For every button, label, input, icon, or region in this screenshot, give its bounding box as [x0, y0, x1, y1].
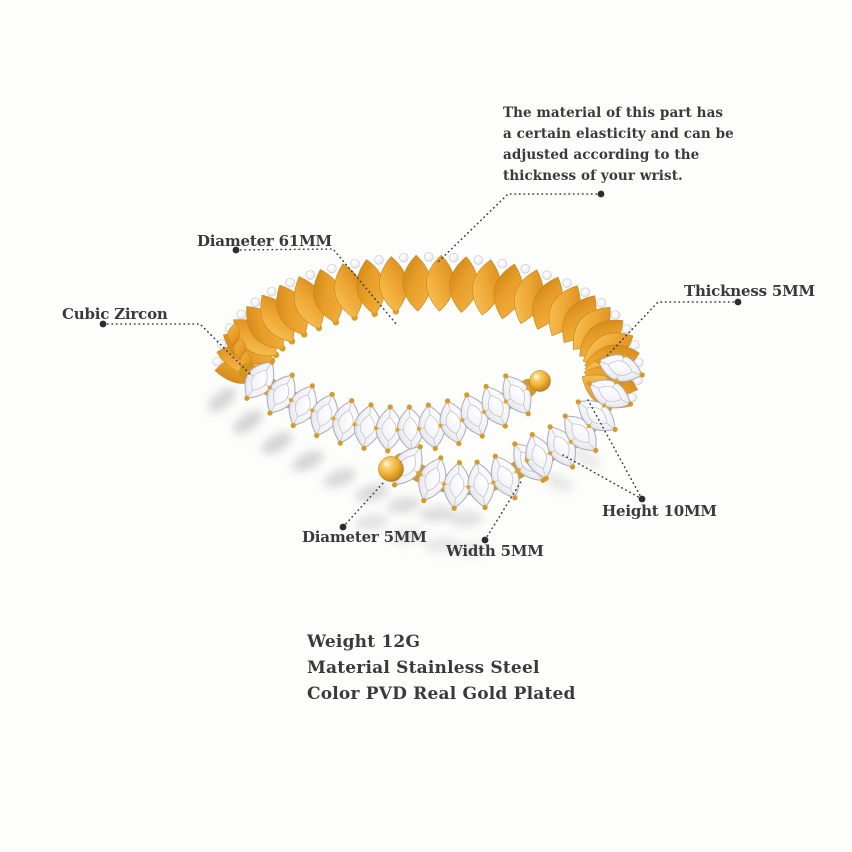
spec-list: Weight 12G Material Stainless Steel Colo… — [307, 629, 576, 707]
spec-material: Material Stainless Steel — [307, 658, 540, 678]
leader-diameter-wire — [339, 482, 384, 531]
label-diameter-outer: Diameter 61MM — [197, 232, 332, 250]
spec-weight: Weight 12G — [307, 632, 421, 652]
leader-diameter-outer — [232, 246, 399, 327]
leader-height — [562, 399, 646, 503]
leader-dot — [99, 320, 107, 328]
leader-elasticity — [436, 190, 605, 264]
end-ball-bottom — [378, 456, 404, 482]
leader-dot — [481, 536, 489, 544]
leader-width — [481, 479, 523, 544]
label-height: Height 10MM — [602, 502, 717, 520]
bracelet-shadow — [207, 387, 601, 557]
label-diameter-wire: Diameter 5MM — [302, 528, 427, 546]
label-thickness: Thickness 5MM — [684, 282, 815, 300]
elasticity-note-line: adjusted according to the — [503, 147, 700, 163]
elasticity-note: The material of this part has a certain … — [503, 103, 734, 187]
leader-dot — [339, 523, 347, 531]
leader-dot — [232, 246, 240, 254]
leader-dot — [638, 495, 646, 503]
elasticity-note-line: The material of this part has — [503, 105, 724, 121]
label-width: Width 5MM — [446, 542, 544, 560]
elasticity-note-line: thickness of your wrist. — [503, 168, 683, 184]
leader-dot — [734, 298, 742, 306]
spec-color: Color PVD Real Gold Plated — [307, 684, 576, 704]
gem-row-upper — [239, 359, 537, 454]
leader-cubic-zircon — [99, 320, 251, 375]
elasticity-note-line: a certain elasticity and can be — [503, 126, 734, 142]
gem-row-lower — [524, 353, 645, 482]
label-cubic-zircon: Cubic Zircon — [62, 305, 168, 323]
leader-thickness — [604, 298, 742, 359]
end-ball-top — [529, 370, 551, 392]
leader-dot — [597, 190, 605, 198]
